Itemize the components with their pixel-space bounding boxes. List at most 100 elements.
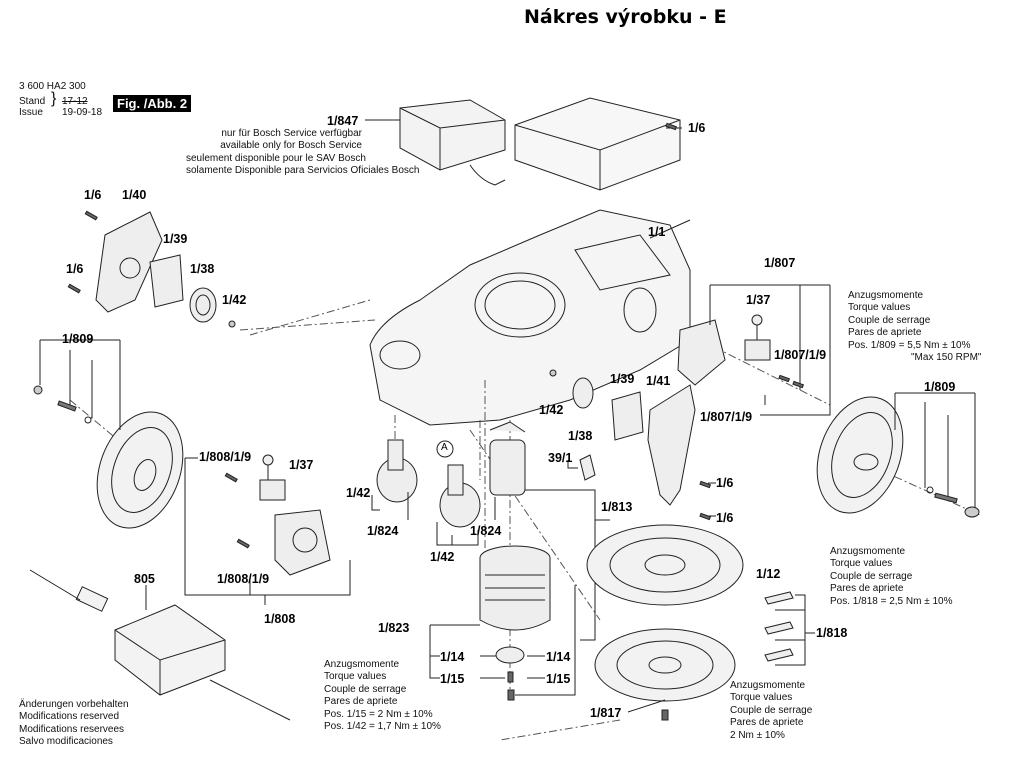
circuit-board	[514, 97, 681, 191]
part-label: 39/1	[548, 451, 573, 465]
right-pulley	[572, 377, 594, 409]
issue-value: 19-09-18	[62, 107, 103, 118]
part-label: 1/37	[289, 458, 314, 472]
torque-line: Couple de serrage	[830, 570, 913, 582]
torque-note-115-142: Anzugsmomente Torque values Couple de se…	[324, 659, 441, 733]
footer-modifications-note: Änderungen vorbehalten Modifications res…	[19, 699, 129, 749]
battery-pack	[399, 99, 506, 186]
part-label: 1/12	[756, 567, 781, 581]
part-label: 1/39	[610, 372, 635, 386]
blade-guard	[586, 524, 744, 606]
stand-value: 17-12	[62, 96, 88, 107]
part-label: 1/813	[601, 500, 633, 514]
part-label: 1/847	[327, 114, 359, 128]
part-label: 1/817	[590, 706, 622, 720]
blade-motor	[489, 421, 526, 496]
part-label: 1/808/1/9	[217, 572, 270, 586]
part-label: 1/37	[746, 293, 771, 307]
part-label: 1/6	[688, 121, 706, 135]
right-gear-housing	[677, 319, 726, 386]
part-label: 1/808/1/9	[199, 450, 252, 464]
part-label: 1/42	[430, 550, 455, 564]
torque-line: Anzugsmomente	[830, 546, 906, 557]
part-label: 1/6	[84, 188, 102, 202]
callout-a: A	[441, 442, 448, 453]
figure-label: Fig. /Abb. 2	[113, 95, 192, 112]
part-label: 1/809	[924, 380, 956, 394]
right-gear-frame	[611, 391, 644, 441]
part-label: 1/6	[716, 476, 734, 490]
part-label: 1/809	[62, 332, 94, 346]
motor-clip-right	[744, 314, 771, 361]
part-label: 1/807	[764, 256, 796, 270]
main-housing	[369, 209, 691, 426]
part-label: 1/1	[648, 225, 666, 239]
left-gear-frame	[149, 254, 184, 308]
service-note-line: nur für Bosch Service verfügbar	[221, 128, 362, 139]
mount-plate	[495, 646, 525, 664]
part-label: 1/824	[367, 524, 399, 538]
torque-note-1818: Anzugsmomente Torque values Couple de se…	[830, 546, 953, 608]
blade-disc	[594, 628, 736, 702]
torque-line: Pos. 1/15 = 2 Nm ± 10%	[324, 708, 433, 720]
part-label: 1/807/1/9	[700, 410, 753, 424]
torque-line: Couple de serrage	[730, 704, 813, 716]
service-note: nur für Bosch Service verfügbar availabl…	[186, 128, 420, 178]
part-label: 1/42	[346, 486, 371, 500]
part-label: 1/42	[222, 293, 247, 307]
torque-line: Couple de serrage	[324, 683, 407, 695]
torque-note-1817: Anzugsmomente Torque values Couple de se…	[730, 680, 812, 742]
footer-line: Salvo modificaciones	[19, 736, 113, 748]
part-label: 1/14	[546, 650, 571, 664]
part-label: 1/824	[470, 524, 502, 538]
page-title: Nákres výrobku - E	[524, 6, 727, 28]
torque-line: Pos. 1/42 = 1,7 Nm ± 10%	[324, 721, 441, 733]
left-gear-housing	[274, 509, 331, 576]
torque-line: Pos. 1/818 = 2,5 Nm ± 10%	[830, 595, 953, 607]
height-adjust-housing	[479, 545, 551, 631]
part-label: 1/42	[539, 403, 564, 417]
part-label: 805	[134, 572, 155, 586]
service-note-line: solamente Disponible para Servicios Ofic…	[186, 165, 420, 177]
service-note-line: seulement disponible pour le SAV Bosch	[186, 152, 366, 164]
torque-line: Anzugsmomente	[848, 290, 924, 301]
stand-label: Stand	[19, 96, 46, 107]
torque-line: Torque values	[848, 302, 911, 314]
torque-line: Torque values	[324, 671, 387, 683]
part-label: 1/38	[190, 262, 215, 276]
torque-note-1809: Anzugsmomente Torque values Couple de se…	[848, 290, 981, 364]
part-label: 1/818	[816, 626, 848, 640]
torque-line: "Max 150 RPM"	[911, 352, 982, 364]
right-side-cover	[647, 384, 696, 506]
right-wheel	[816, 396, 904, 514]
footer-line: Modifications reserved	[19, 711, 120, 723]
power-supply	[75, 586, 226, 696]
part-label: 1/15	[546, 672, 571, 686]
torque-line: Pos. 1/809 = 5,5 Nm ± 10%	[848, 339, 971, 351]
part-label: 1/823	[378, 621, 410, 635]
wheel-motor-right	[439, 464, 481, 528]
torque-line: Pares de apriete	[730, 717, 804, 729]
document-number: 3 600 HA2 300	[19, 81, 86, 92]
part-label: 1/40	[122, 188, 147, 202]
torque-line: Torque values	[830, 558, 893, 570]
torque-line: Pares de apriete	[830, 583, 904, 595]
service-note-line: available only for Bosch Service	[220, 140, 362, 152]
part-label: 1/14	[440, 650, 465, 664]
footer-line: Änderungen vorbehalten	[19, 699, 129, 710]
brace: }	[51, 90, 57, 107]
torque-line: Torque values	[730, 692, 793, 704]
left-gear-cover	[95, 211, 163, 313]
issue-label: Issue	[19, 107, 43, 118]
torque-line: Pares de apriete	[324, 696, 398, 708]
part-label: 1/38	[568, 429, 593, 443]
blade-set	[764, 591, 794, 662]
part-label: 1/807/1/9	[774, 348, 827, 362]
left-pulley	[189, 287, 217, 323]
footer-line: Modifications reservees	[19, 723, 125, 735]
part-label: 1/6	[66, 262, 84, 276]
torque-line: Anzugsmomente	[324, 659, 400, 670]
part-label: 1/6	[716, 511, 734, 525]
part-label: 1/808	[264, 612, 296, 626]
